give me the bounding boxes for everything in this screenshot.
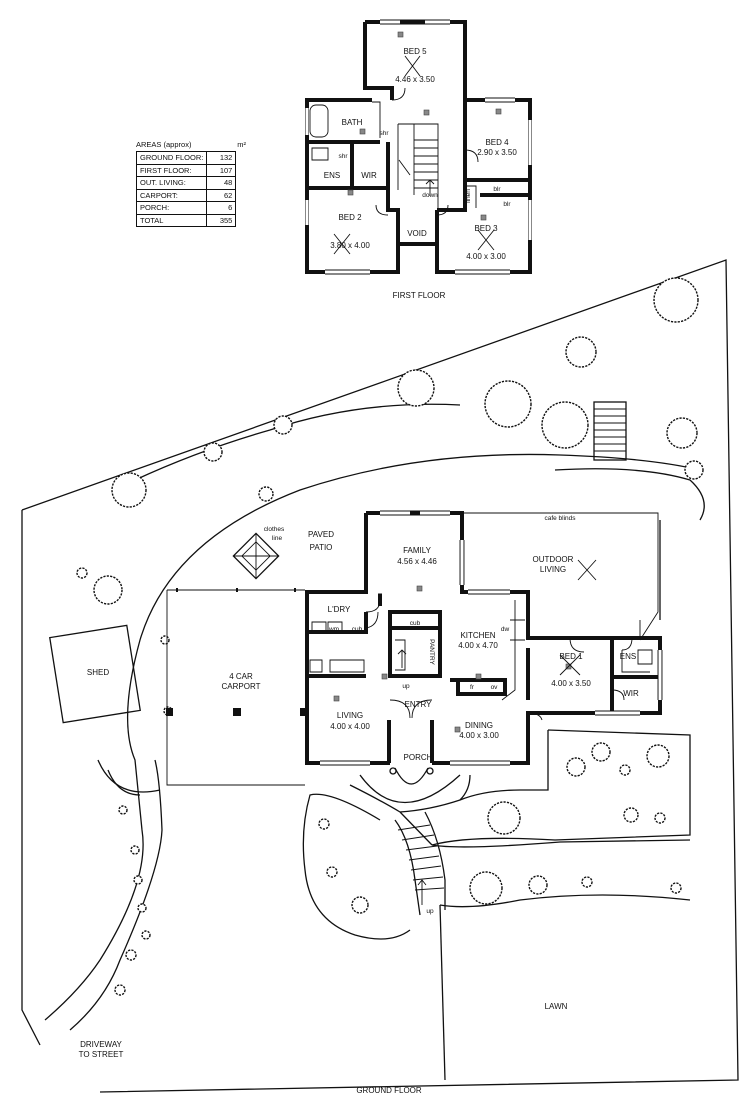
linen-label: linen [465, 189, 472, 203]
laundry-label: L'DRY [328, 605, 351, 614]
stairs-rear [593, 401, 627, 461]
areas-row: FIRST FLOOR:107 [135, 163, 237, 177]
stairs-up-label: up [426, 908, 434, 915]
ground-floor-doors [365, 599, 633, 721]
stairs-up-label: up [402, 683, 410, 690]
ground-floor-labels: clothes line PAVED PATIO cafe blinds FAM… [79, 515, 639, 1095]
bed4-size: 2.90 x 3.50 [477, 148, 517, 157]
bed5-size: 4.46 x 3.50 [395, 75, 435, 84]
wir-label: WIR [361, 171, 377, 180]
outdoor-living-label: LIVING [540, 565, 566, 574]
areas-row: GROUND FLOOR:132 [135, 151, 237, 165]
oven-label: ov [491, 684, 499, 691]
bed2-label: BED 2 [338, 213, 362, 222]
areas-heading: AREAS (approx) [136, 140, 192, 149]
clothes-line-icon [232, 532, 280, 580]
bed4-label: BED 4 [485, 138, 509, 147]
porch [359, 767, 461, 804]
shr-label: shr [379, 130, 389, 137]
porch-label: PORCH [404, 753, 433, 762]
family-label: FAMILY [403, 546, 432, 555]
driveway-label: TO STREET [79, 1050, 124, 1059]
carport-label: CARPORT [222, 682, 261, 691]
void-label: VOID [407, 229, 427, 238]
ensuite-label: ENS [620, 652, 636, 661]
first-floor-title: FIRST FLOOR [393, 291, 446, 300]
areas-value: 355 [206, 213, 237, 227]
shed [49, 624, 141, 724]
trees [76, 277, 704, 996]
family-size: 4.56 x 4.46 [397, 557, 437, 566]
living-label: LIVING [337, 711, 363, 720]
stairs-down-label: down [422, 192, 438, 199]
wm-label: wm [328, 626, 339, 633]
areas-row: PORCH:6 [135, 201, 237, 215]
bed1-label: BED 1 [559, 652, 583, 661]
ens-label: ENS [324, 171, 340, 180]
first-floor-labels: BED 5 4.46 x 3.50 BED 4 2.90 x 3.50 BATH… [324, 47, 518, 300]
shr-label: shr [338, 153, 348, 160]
carport [166, 588, 307, 786]
wir-label: WIR [623, 689, 639, 698]
blr-label: blr [493, 186, 501, 193]
outdoor-living-label: OUTDOOR [533, 555, 574, 564]
blr-label: blr [503, 201, 511, 208]
bed3-size: 4.00 x 3.00 [466, 252, 506, 261]
driveway-label: DRIVEWAY [80, 1040, 122, 1049]
bed2-size: 3.80 x 4.00 [330, 241, 370, 250]
kitchen-label: KITCHEN [460, 631, 495, 640]
first-floor-doors [375, 87, 479, 216]
kitchen-size: 4.00 x 4.70 [458, 641, 498, 650]
clothes-line-label: clothes [264, 526, 285, 533]
carport-label: 4 CAR [229, 672, 253, 681]
cub-label: cub [352, 626, 363, 633]
paved-patio-label: PATIO [310, 543, 333, 552]
front-garden [302, 729, 691, 1081]
cub-label: cub [410, 620, 421, 627]
first-floor-windows [305, 19, 532, 275]
bed3-label: BED 3 [474, 224, 498, 233]
living-size: 4.00 x 4.00 [330, 722, 370, 731]
site-boundary [21, 259, 739, 1093]
clothes-line-label: line [272, 535, 283, 542]
entry-label: ENTRY [405, 700, 433, 709]
cafe-blinds-label: cafe blinds [544, 515, 576, 522]
first-floor-markers [333, 31, 502, 255]
first-floor-walls [305, 20, 532, 274]
lawn-label: LAWN [545, 1002, 568, 1011]
bath-label: BATH [342, 118, 363, 127]
garden-paths [44, 403, 705, 1031]
paved-patio-label: PAVED [308, 530, 334, 539]
areas-value: 132 [206, 151, 237, 165]
areas-table: AREAS (approx) m² GROUND FLOOR:132 FIRST… [135, 140, 246, 227]
areas-unit: m² [237, 140, 246, 149]
pantry-label: PANTRY [428, 639, 435, 665]
bed5-label: BED 5 [403, 47, 427, 56]
outdoor-living-area [461, 512, 659, 641]
areas-label: TOTAL [135, 213, 208, 227]
dining-size: 4.00 x 3.00 [459, 731, 499, 740]
ground-floor-markers [333, 585, 581, 733]
fridge-label: fr [470, 684, 475, 691]
dishwasher-label: dw [501, 626, 510, 633]
ground-floor-windows [320, 510, 663, 766]
bed1-size: 4.00 x 3.50 [551, 679, 591, 688]
dining-label: DINING [465, 721, 493, 730]
shed-label: SHED [87, 668, 109, 677]
ground-floor-title: GROUND FLOOR [356, 1086, 422, 1095]
